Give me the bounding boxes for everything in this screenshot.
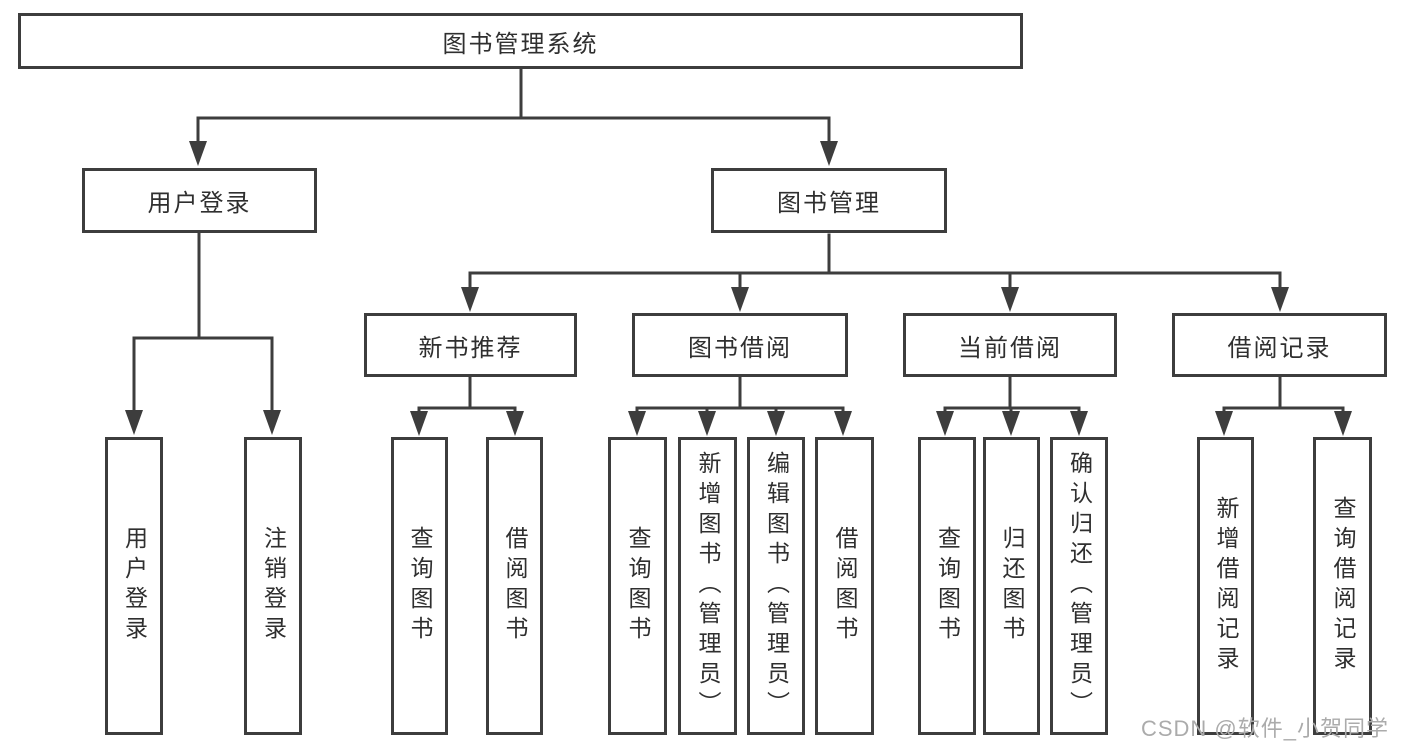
arrow-down-icon [767,411,785,436]
connector-user-login-branch [125,230,281,435]
node-user-login: 用户登录 [82,168,317,233]
node-leaf-query-books-borrow: 查询图书 [608,437,667,735]
connector-current-borrow-branch [936,375,1088,436]
node-label: 图书借阅 [688,334,792,362]
node-label: 注销登录 [260,526,287,646]
arrow-down-icon [1215,411,1233,436]
arrow-down-icon [1002,411,1020,436]
node-book-borrow: 图书借阅 [632,313,848,377]
arrow-down-icon [936,411,954,436]
connector-borrow-records-branch [1215,375,1352,436]
node-label: 当前借阅 [958,334,1062,362]
node-leaf-add-books-admin: 新增图书（管理员） [678,437,737,735]
csdn-watermark: CSDN @软件_小贺同学 [1140,716,1389,741]
arrow-down-icon [189,141,207,166]
node-leaf-return-books: 归还图书 [983,437,1040,735]
node-label: 查询借阅记录 [1330,496,1356,676]
node-leaf-confirm-return-admin: 确认归还（管理员） [1050,437,1108,735]
arrow-down-icon [1001,287,1019,312]
arrow-down-icon [506,411,524,436]
node-label: 查询图书 [625,526,651,646]
node-label: 确认归还（管理员） [1066,451,1093,721]
arrow-down-icon [410,411,428,436]
node-label: 借阅图书 [502,526,528,646]
node-label: 图书管理 [777,190,881,217]
node-leaf-edit-books-admin: 编辑图书（管理员） [747,437,805,735]
node-leaf-query-books-recommend: 查询图书 [391,437,448,735]
node-leaf-add-borrow-record: 新增借阅记录 [1197,437,1254,735]
connector-root-to-level2 [189,67,838,166]
arrow-down-icon [263,410,281,435]
node-label: 新增图书（管理员） [695,451,721,721]
node-leaf-logout: 注销登录 [244,437,302,735]
arrow-down-icon [834,411,852,436]
node-label: 查询图书 [934,526,961,646]
arrow-down-icon [820,141,838,166]
node-new-book-recommend: 新书推荐 [364,313,577,377]
node-label: 编辑图书（管理员） [763,451,790,721]
connector-book-management-branch [461,233,1289,312]
arrow-down-icon [125,410,143,435]
arrow-down-icon [461,287,479,312]
arrow-down-icon [1070,411,1088,436]
node-root-system: 图书管理系统 [18,13,1023,69]
node-label: 用户登录 [147,190,252,217]
connector-book-borrow-branch [628,375,852,436]
node-book-management: 图书管理 [711,168,947,233]
arrow-down-icon [731,287,749,312]
node-leaf-query-books-current: 查询图书 [918,437,976,735]
node-leaf-borrow-books-recommend: 借阅图书 [486,437,543,735]
arrow-down-icon [1334,411,1352,436]
arrow-down-icon [1271,287,1289,312]
node-leaf-borrow-books: 借阅图书 [815,437,874,735]
arrow-down-icon [698,411,716,436]
node-leaf-query-borrow-record: 查询借阅记录 [1313,437,1372,735]
arrow-down-icon [628,411,646,436]
node-leaf-user-login: 用户登录 [105,437,163,735]
node-current-borrow: 当前借阅 [903,313,1117,377]
node-borrow-records: 借阅记录 [1172,313,1387,377]
node-label: 图书管理系统 [442,30,599,58]
node-label: 查询图书 [407,526,433,646]
node-label: 新书推荐 [418,334,523,362]
node-label: 借阅图书 [832,526,858,646]
node-label: 用户登录 [121,526,148,646]
connector-new-book-recommend-branch [410,375,524,436]
node-label: 借阅记录 [1227,334,1332,362]
node-label: 归还图书 [999,526,1025,646]
node-label: 新增借阅记录 [1213,496,1239,676]
